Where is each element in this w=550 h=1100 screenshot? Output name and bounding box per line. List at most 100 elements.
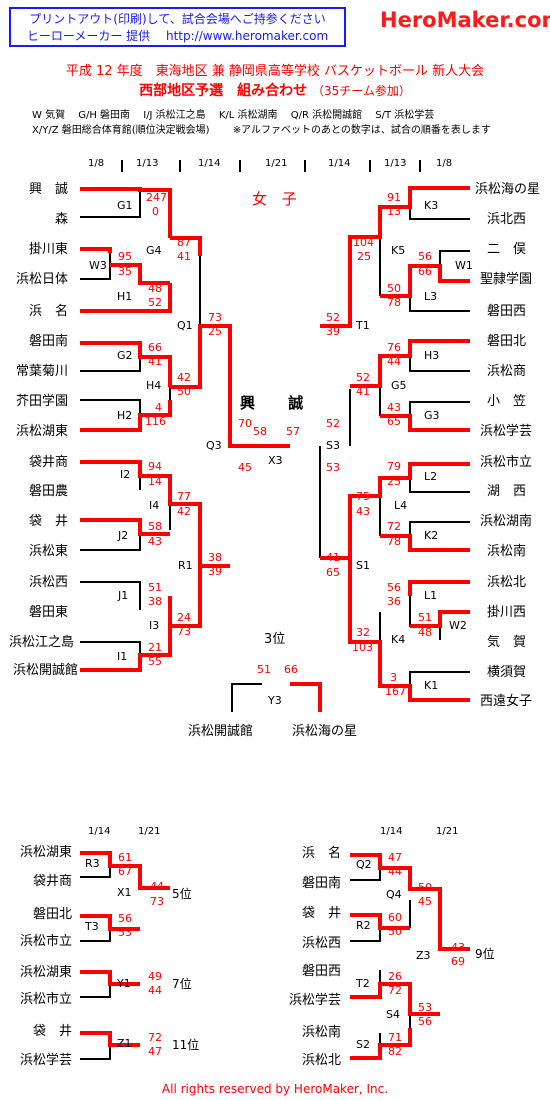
team-kakegawa-higashi: 掛川東 <box>28 242 68 257</box>
lower-right-date-2: 1/21 <box>436 826 459 837</box>
score-z3-top: 43 <box>451 941 465 954</box>
score-t3-bottom: 53 <box>118 926 132 939</box>
fifth-place-label: 5位 <box>172 887 192 901</box>
date-6: 1/13 <box>384 158 407 169</box>
score-q1-bottom: 25 <box>208 325 222 338</box>
score-z3-bottom: 69 <box>451 955 465 968</box>
team-hamamatsu-gakugei: 浜松学芸 <box>480 424 533 439</box>
date-1: 1/8 <box>88 158 105 169</box>
score-l3-top: 50 <box>387 282 401 295</box>
lower-left-date-2: 1/21 <box>138 826 161 837</box>
team-kosai: 湖 西 <box>487 484 527 499</box>
score-h3-top: 76 <box>387 341 401 354</box>
game-L4: L4 <box>394 499 408 512</box>
game-G3: G3 <box>424 409 440 422</box>
score-q3-top: 70 <box>238 417 252 430</box>
score-g5-top: 52 <box>356 371 370 384</box>
score-h2-bottom: 116 <box>145 415 166 428</box>
score-r2-bottom: 50 <box>388 925 402 938</box>
score-h4-top: 42 <box>177 371 191 384</box>
game-G2: G2 <box>117 349 133 362</box>
game-G4: G4 <box>146 244 162 257</box>
score-i4-bottom: 42 <box>177 505 191 518</box>
team-hamamatsu-kita: 浜松北 <box>487 575 527 590</box>
game-J2: J2 <box>118 529 129 542</box>
team-hamamatsu-enoshima: 浜松江之島 <box>8 635 74 650</box>
score-w1-bottom: 66 <box>418 265 432 278</box>
score-t3-top: 56 <box>118 912 132 925</box>
copyright-footer: All rights reserved by HeroMaker, Inc. <box>161 1082 389 1096</box>
score-y1-bottom: 44 <box>148 984 162 997</box>
team-kakegawa-nishi: 掛川西 <box>487 605 527 620</box>
score-l2-bottom: 25 <box>387 475 401 488</box>
team-hamamatsu-nishi: 浜松西 <box>28 575 68 590</box>
seventh-place-label: 7位 <box>172 977 192 991</box>
date-4: 1/21 <box>265 158 288 169</box>
venues-line-2: X/Y/Z 磐田総合体育館(順位決定戦会場) ※アルファベットのあとの数字は、試… <box>32 125 491 136</box>
score-w3-top: 95 <box>118 250 132 263</box>
score-q4-top: 50 <box>418 881 432 894</box>
game-Y1: Y1 <box>117 977 131 990</box>
score-k1-bottom: 167 <box>385 685 406 698</box>
score-l4-bottom: 43 <box>356 505 370 518</box>
ll-team-1: 浜松湖東 <box>19 845 72 860</box>
team-hamamatsu-sho: 浜松商 <box>487 364 527 379</box>
brand-logo[interactable]: HeroMaker.com <box>380 8 550 32</box>
team-tokoha-kikugawa: 常葉菊川 <box>15 364 68 379</box>
score-j2-bottom: 43 <box>148 535 162 548</box>
division-label: 女 子 <box>252 190 302 208</box>
score-l3-bottom: 78 <box>387 296 401 309</box>
venues-line-1: W 気賀 G/H 磐田南 I/J 浜松江之島 K/L 浜松湖南 Q/R 浜松開誠… <box>32 110 435 121</box>
game-K5: K5 <box>391 244 406 257</box>
game-G5: G5 <box>391 379 407 392</box>
team-hamamatsu-higashi: 浜松東 <box>28 544 68 559</box>
bracket-title-text: 西部地区予選 組み合わせ <box>139 83 308 99</box>
game-L3: L3 <box>424 290 438 303</box>
game-H2: H2 <box>117 409 133 422</box>
score-g3-bottom: 65 <box>387 415 401 428</box>
game-Q2: Q2 <box>356 858 372 871</box>
game-J1: J1 <box>118 589 129 602</box>
game-G1: G1 <box>117 199 133 212</box>
third-place-label: 3位 <box>264 632 286 647</box>
game-K4: K4 <box>391 633 406 646</box>
team-iwata-nishi: 磐田西 <box>487 304 527 319</box>
score-t2-top: 26 <box>388 970 402 983</box>
y1-team-1: 浜松湖東 <box>19 965 72 980</box>
score-i4-top: 77 <box>177 490 191 503</box>
score-h4-bottom: 50 <box>177 385 191 398</box>
third-score-left: 51 <box>257 663 271 676</box>
score-i3-bottom: 73 <box>177 625 191 638</box>
score-i2-bottom: 14 <box>148 475 162 488</box>
date-3: 1/14 <box>198 158 221 169</box>
game-I2: I2 <box>120 468 131 481</box>
banner-line-1: プリントアウト(印刷)して、試合会場へご持参ください <box>29 12 326 26</box>
team-futamata: 二 俣 <box>487 242 527 257</box>
score-q2-top: 47 <box>388 851 402 864</box>
game-Z3: Z3 <box>416 949 431 962</box>
game-R3: R3 <box>85 857 100 870</box>
team-hamamatsu-konan: 浜松湖南 <box>480 514 533 529</box>
team-hamamatsu-koto: 浜松湖東 <box>15 424 68 439</box>
team-fukuroi-sho: 袋井商 <box>28 455 68 470</box>
team-hamamatsu-shiritsu: 浜松市立 <box>480 455 533 470</box>
game-T2: T2 <box>356 977 370 990</box>
score-l2-top: 79 <box>387 460 401 473</box>
score-i1-bottom: 55 <box>148 655 162 668</box>
team-akutagawa-gakuen: 芥田学園 <box>15 394 68 409</box>
game-R2: R2 <box>356 919 371 932</box>
score-q3-bottom: 45 <box>238 461 252 474</box>
score-r1-bottom: 39 <box>208 565 222 578</box>
team-seirei-gakuen: 聖隷学園 <box>480 272 533 287</box>
team-iwata-higashi: 磐田東 <box>28 605 68 620</box>
game-H4: H4 <box>146 379 162 392</box>
banner-line-2[interactable]: ヒーローメーカー 提供 http://www.heromaker.com <box>26 29 329 43</box>
ll-team-4: 浜松市立 <box>19 934 72 949</box>
score-w1-top: 56 <box>418 250 432 263</box>
champion-name: 興 誠 <box>240 394 318 412</box>
team-iwata-kita: 磐田北 <box>487 334 527 349</box>
game-X3: X3 <box>268 454 283 467</box>
third-team-right: 浜松海の星 <box>292 724 358 739</box>
third-team-left: 浜松開誠館 <box>188 724 254 739</box>
